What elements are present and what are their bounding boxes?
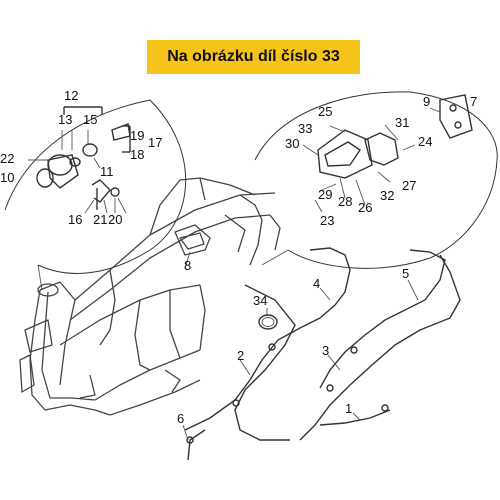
- cable-1: [319, 409, 391, 426]
- callout-29: 29: [318, 187, 332, 202]
- callout-6: 6: [177, 411, 184, 426]
- callout-21: 21: [93, 212, 107, 227]
- left-detail-parts: [28, 106, 131, 214]
- callout-9: 9: [423, 94, 430, 109]
- callout-20: 20: [108, 212, 122, 227]
- part-34-ring: [258, 314, 278, 330]
- callout-19: 19: [130, 128, 144, 143]
- scooter-frame: [19, 177, 281, 416]
- callout-2: 2: [237, 348, 244, 363]
- callout-31: 31: [395, 115, 409, 130]
- callout-leaders: [182, 251, 419, 441]
- callout-17: 17: [148, 135, 162, 150]
- callout-25: 25: [318, 104, 332, 119]
- cable-4: [234, 284, 296, 441]
- cables: [184, 247, 461, 461]
- callout-4: 4: [313, 276, 320, 291]
- cable-2: [184, 247, 351, 431]
- left-detail-circle: [4, 99, 187, 274]
- callout-27: 27: [402, 178, 416, 193]
- callout-18: 18: [130, 147, 144, 162]
- callout-labels: 12 13 15 19 17 18 22 10 11 16 21 20 9 7 …: [0, 88, 477, 426]
- cable-6: [187, 429, 206, 461]
- callout-12: 12: [64, 88, 78, 103]
- callout-5: 5: [402, 266, 409, 281]
- callout-22: 22: [0, 151, 14, 166]
- callout-28: 28: [338, 194, 352, 209]
- callout-23: 23: [320, 213, 334, 228]
- cable-5: [299, 254, 461, 441]
- right-detail-parts: [302, 94, 473, 213]
- callout-24: 24: [418, 134, 432, 149]
- right-detail-circle: [254, 91, 498, 269]
- cable-3: [319, 249, 446, 389]
- callout-11: 11: [100, 164, 114, 179]
- callout-1: 1: [345, 401, 352, 416]
- callout-10: 10: [0, 170, 14, 185]
- callout-33: 33: [298, 121, 312, 136]
- callout-7: 7: [470, 94, 477, 109]
- callout-30: 30: [285, 136, 299, 151]
- callout-26: 26: [358, 200, 372, 215]
- callout-13: 13: [58, 112, 72, 127]
- callout-32: 32: [380, 188, 394, 203]
- part-number-banner: Na obrázku díl číslo 33: [147, 40, 360, 74]
- callout-34: 34: [253, 293, 267, 308]
- callout-3: 3: [322, 343, 329, 358]
- callout-8: 8: [184, 258, 191, 273]
- callout-16: 16: [68, 212, 82, 227]
- callout-15: 15: [83, 112, 97, 127]
